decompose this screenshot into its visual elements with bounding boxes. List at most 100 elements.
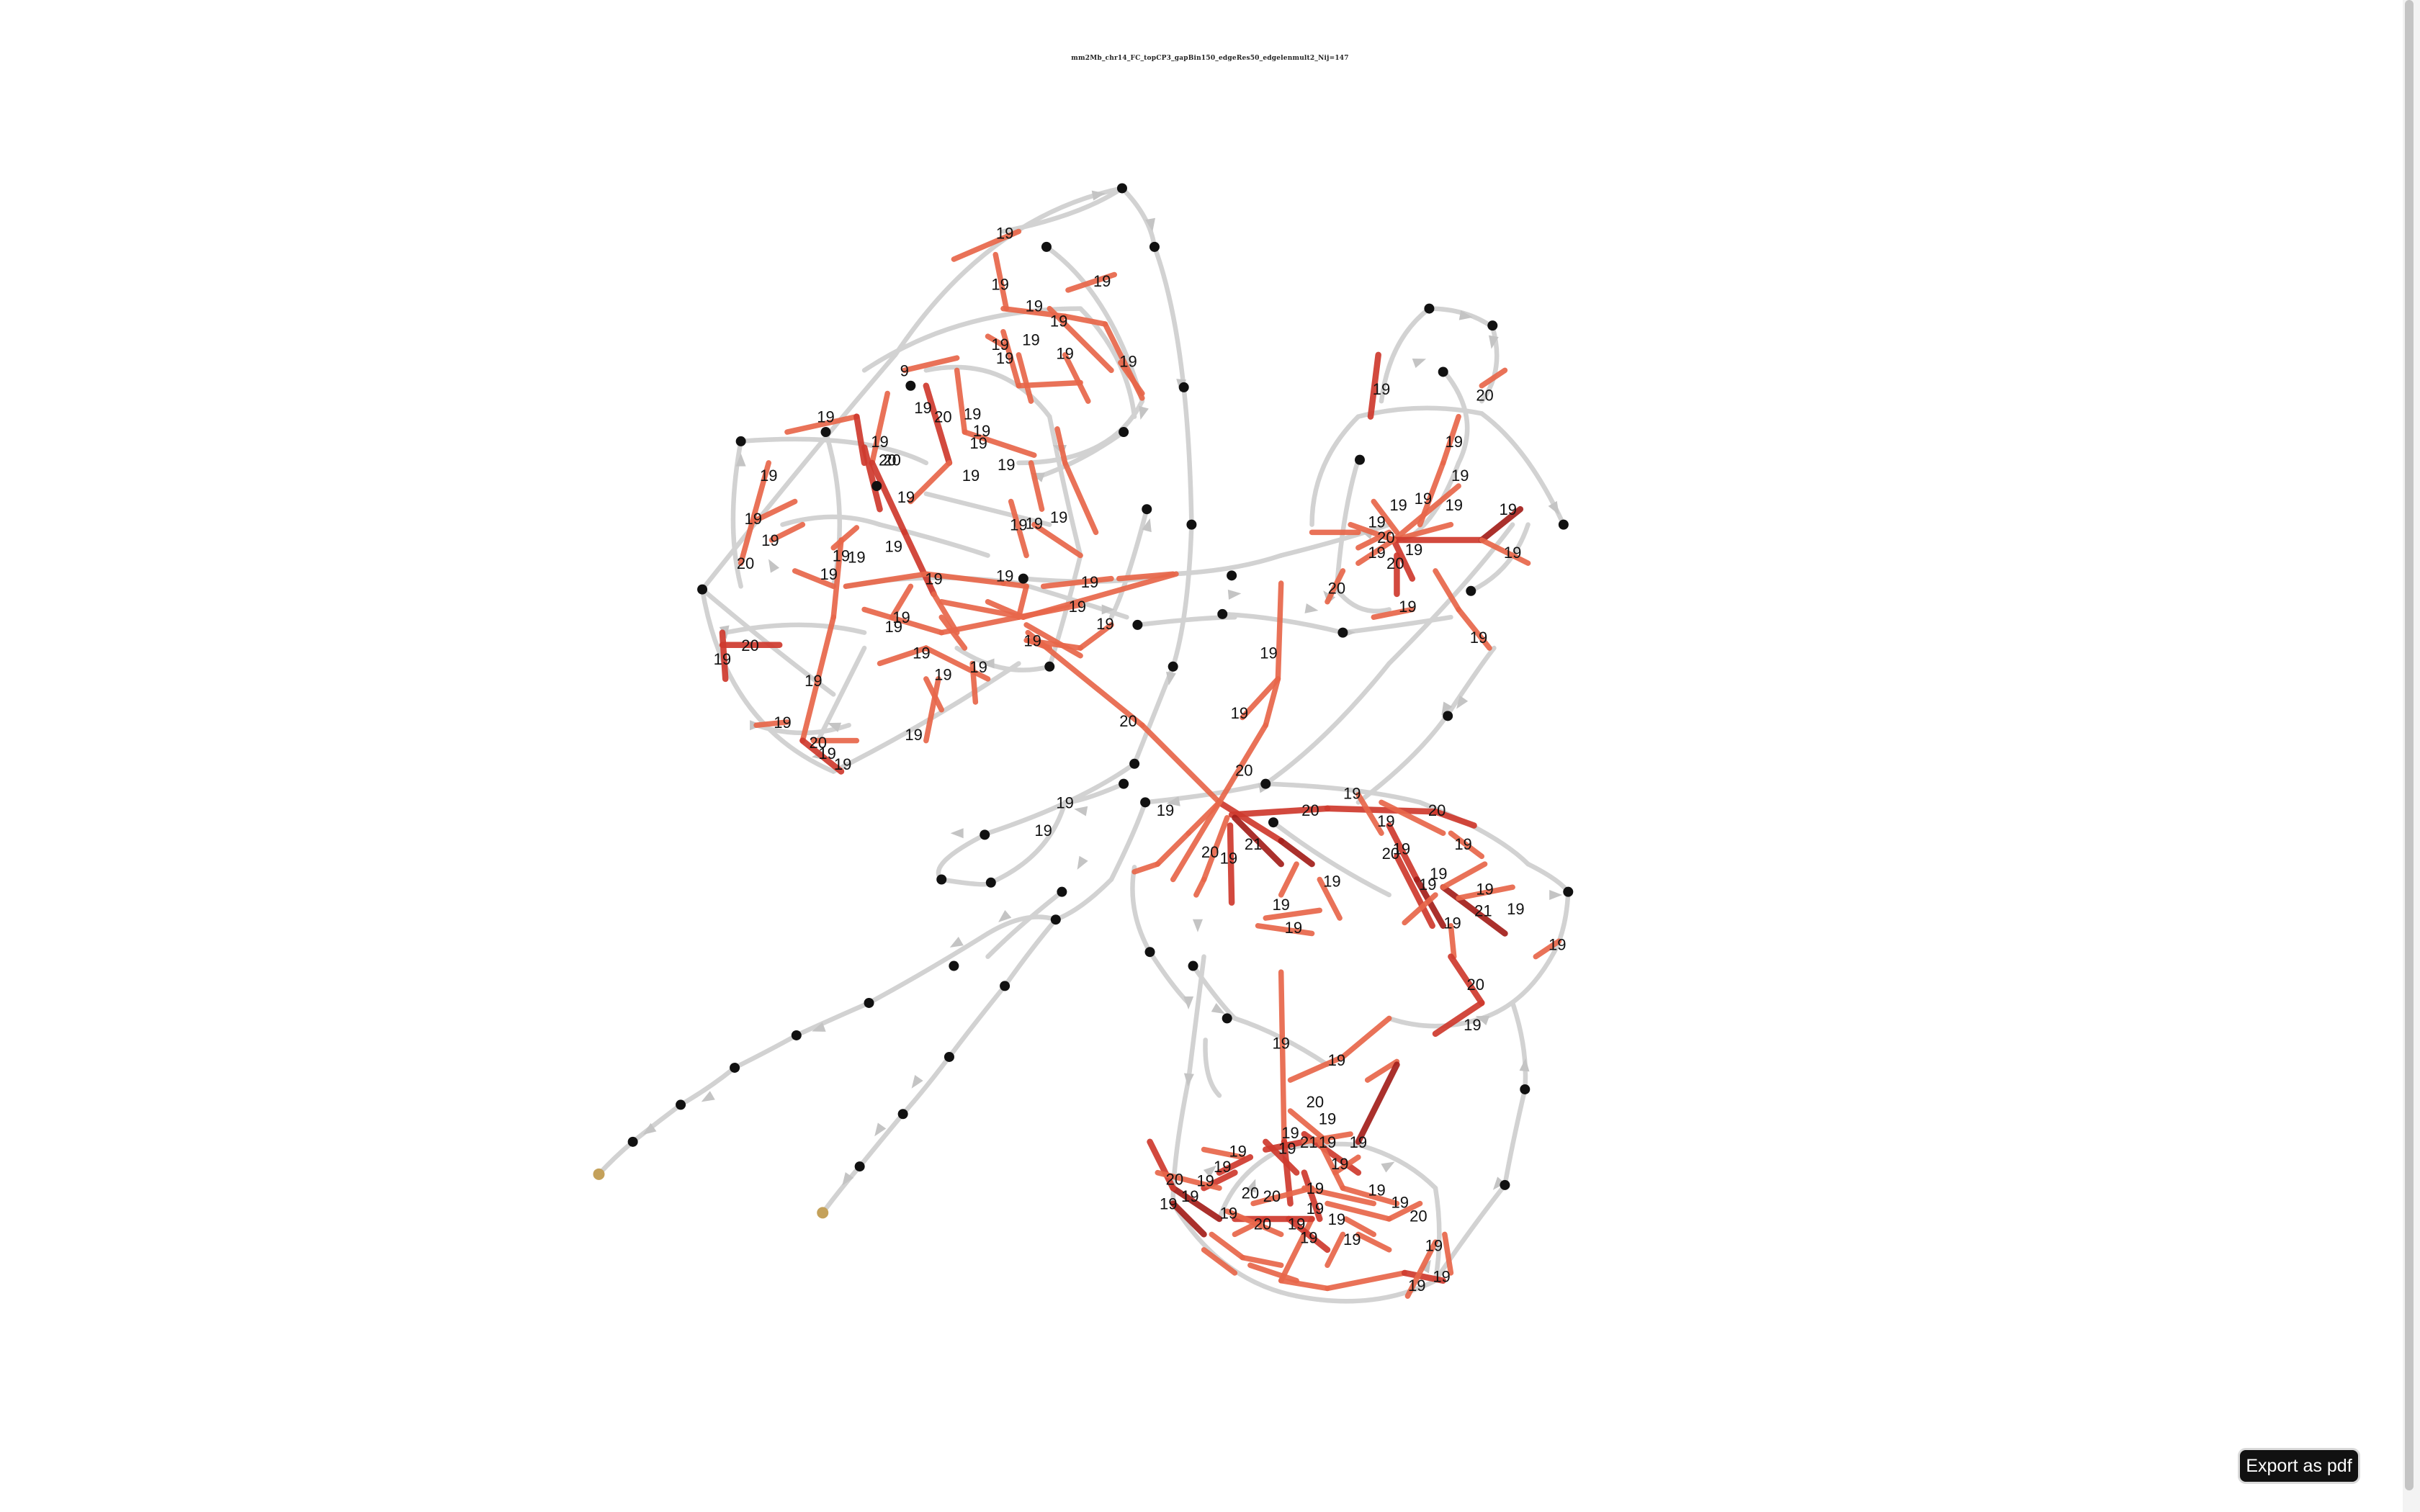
weighted-edge (1209, 1231, 1245, 1261)
edge-weight-label: 19 (1319, 1133, 1336, 1151)
edge-weight-label: 19 (1430, 865, 1447, 883)
edge-weight-label: 19 (1069, 598, 1086, 616)
edge-weight-label: 19 (925, 570, 942, 588)
edge-arrow (874, 1122, 887, 1137)
weighted-edge (1371, 498, 1400, 536)
edge-arrow (1091, 190, 1106, 201)
weighted-edge (1263, 907, 1323, 921)
weighted-edge (1440, 413, 1461, 466)
weighted-edge (1325, 568, 1346, 605)
weighted-edge (1343, 1216, 1377, 1238)
graph-node (1424, 303, 1435, 314)
gray-edge (1263, 661, 1392, 786)
weighted-edge (1448, 830, 1485, 860)
edge-weight-label: 19 (1343, 785, 1361, 803)
edge-weight-label: 19 (1260, 644, 1277, 662)
weighted-edge (1000, 328, 1022, 389)
edge-weight-label: 20 (810, 734, 827, 752)
weighted-edge (1367, 351, 1381, 420)
export-pdf-button[interactable]: Export as pdf (2238, 1448, 2360, 1484)
weighted-edge (1031, 521, 1083, 559)
weighted-edge (792, 568, 836, 590)
weighted-edge (1317, 1139, 1346, 1191)
weighted-edge (1224, 1208, 1284, 1238)
weighted-edge (1448, 953, 1485, 1007)
weighted-edge (1448, 923, 1457, 960)
graph-node (897, 1109, 908, 1120)
weighted-edge (1348, 521, 1397, 543)
weighted-edge (1077, 622, 1114, 651)
gray-edge (596, 1139, 635, 1177)
edge-weight-label: 19 (1415, 490, 1432, 508)
graph-node (1116, 183, 1127, 194)
edge-weight-label: 19 (1343, 1230, 1361, 1248)
gray-edge (1186, 954, 1206, 1083)
gray-edge (1355, 707, 1453, 805)
gray-edge (923, 491, 1052, 527)
gray-edge (1044, 244, 1145, 404)
edge-weight-label: 19 (914, 399, 931, 417)
weighted-edge (954, 367, 968, 435)
edge-weight-label: 20 (879, 451, 896, 469)
edge-arrow (1145, 217, 1156, 232)
edge-weight-label: 19 (1323, 873, 1340, 891)
gray-edge (1386, 1016, 1484, 1029)
edge-arrow (1456, 695, 1469, 709)
edge-weight-label: 20 (1377, 528, 1394, 546)
weighted-edge (1391, 483, 1461, 543)
gray-edge (699, 587, 836, 774)
weighted-edge (1147, 1138, 1176, 1192)
edge-weight-label: 19 (1272, 896, 1289, 914)
edge-weight-label: 19 (1419, 876, 1436, 894)
edge-weight-label: 19 (818, 744, 835, 762)
edge-weight-label: 19 (833, 546, 850, 564)
weighted-edge (1278, 837, 1315, 868)
edge-arrow (1304, 603, 1319, 613)
edge-arrow (1203, 1165, 1217, 1178)
graph-node (944, 1051, 954, 1062)
gray-edge (1047, 414, 1083, 558)
graph-node (1018, 573, 1028, 584)
weighted-edge (768, 521, 806, 543)
edge-weight-label: 20 (737, 554, 754, 572)
graph-node (1558, 519, 1569, 530)
weighted-edge (1456, 884, 1515, 901)
graph-node (1149, 241, 1160, 252)
weighted-edge (1340, 1015, 1392, 1060)
weighted-edge (1255, 923, 1315, 937)
edge-weight-label: 20 (741, 636, 758, 654)
gray-edge (1355, 1142, 1438, 1191)
edge-weight-label: 19 (1081, 573, 1098, 591)
weighted-edge (1016, 583, 1029, 620)
weighted-edge (985, 333, 1009, 350)
edge-weight-label: 19 (1399, 598, 1416, 616)
weighted-edge (1062, 352, 1091, 404)
edge-weight-label: 19 (1368, 513, 1385, 531)
graph-nodes (593, 183, 1574, 1219)
weighted-edge (1118, 359, 1145, 397)
edge-weight-label: 20 (934, 408, 951, 426)
gray-edge (1270, 819, 1392, 898)
edge-arrow (1441, 701, 1453, 716)
graph-node (1354, 454, 1365, 465)
edge-weight-label: 19 (1331, 1155, 1348, 1173)
gray-edge (1525, 861, 1571, 894)
edge-weight-label: 19 (1393, 840, 1410, 858)
edge-weight-label: 20 (1382, 845, 1399, 863)
edge-weight-label: 21 (1474, 901, 1492, 919)
weighted-edge (1170, 799, 1222, 883)
edge-arrow (827, 722, 842, 732)
gray-edge (732, 1032, 799, 1071)
graph-node (1337, 627, 1348, 638)
edge-weight-label: 20 (1119, 712, 1137, 730)
weighted-edge (1394, 853, 1435, 930)
edge-weight-label: 19 (1278, 1139, 1296, 1157)
weighted-edge (1386, 822, 1420, 883)
scrollbar-thumb[interactable] (2405, 0, 2414, 1490)
edge-weight-label: 19 (1231, 704, 1248, 722)
weighted-edge (1232, 814, 1284, 868)
edge-weight-label: 19 (905, 726, 922, 744)
edge-arrow (1549, 889, 1563, 900)
edge-arrow (950, 828, 964, 839)
